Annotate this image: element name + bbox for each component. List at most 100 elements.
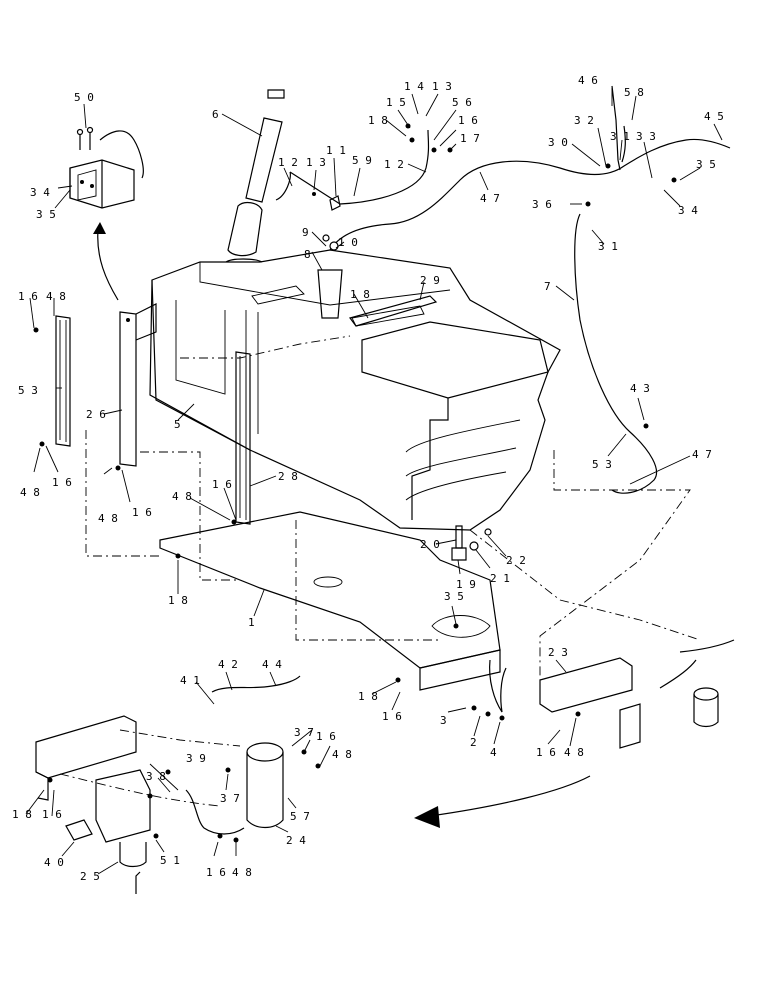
callout-label: 3 6: [532, 198, 552, 211]
callout-label: 5 1: [160, 854, 180, 867]
callout-label: 1 6: [52, 476, 72, 489]
callout-label: 1 8: [350, 288, 370, 301]
callout-label: 1 6: [206, 866, 226, 879]
inset-bracket-detail: [69, 126, 144, 209]
callout-label: 1 6: [536, 746, 556, 759]
callout-label: 1: [248, 616, 255, 629]
callout-label: 1 4: [404, 80, 424, 93]
callout-label: 1 6: [316, 730, 336, 743]
callout-label: 3 5: [36, 208, 56, 221]
callout-label: 8: [304, 248, 311, 261]
mounting-straps: [55, 303, 251, 525]
callout-label: 2 5: [80, 870, 100, 883]
alignment-lines: [59, 335, 701, 807]
fuel-lines: [275, 85, 731, 494]
callout-label: 5 7: [290, 810, 310, 823]
callout-label: 1 9: [456, 578, 476, 591]
callout-label: 2 0: [420, 538, 440, 551]
skid-plate: [159, 511, 507, 713]
sender-unit: [317, 195, 343, 319]
flow-arrow-up: [97, 229, 119, 301]
callout-label: 1 5: [386, 96, 406, 109]
callout-label: 1 3: [306, 156, 326, 169]
callout-label: 5 3: [592, 458, 612, 471]
callout-label: 4 8: [172, 490, 192, 503]
callout-label: 2 8: [278, 470, 298, 483]
callout-label: 5 9: [352, 154, 372, 167]
callout-label: 1 6: [212, 478, 232, 491]
callout-label: 7: [544, 280, 551, 293]
callout-label: 1 6: [382, 710, 402, 723]
callout-label: 2 3: [548, 646, 568, 659]
callout-label: 4 8: [20, 486, 40, 499]
callout-label: 3 7: [294, 726, 314, 739]
callout-label: 4 0: [44, 856, 64, 869]
bracket-29: [348, 295, 438, 327]
callout-label: 4 5: [704, 110, 724, 123]
callout-label: 3 8: [146, 770, 166, 783]
callout-label: 3 9: [186, 752, 206, 765]
callout-label: 5 6: [452, 96, 472, 109]
callout-label: 5 8: [624, 86, 644, 99]
callout-label: 1 6: [42, 808, 62, 821]
left-filter-assembly: [35, 675, 301, 894]
callout-label: 5 3: [18, 384, 38, 397]
callout-label: 3 5: [696, 158, 716, 171]
callout-label: 4 3: [630, 382, 650, 395]
callout-label: 3 3: [636, 130, 656, 143]
callout-label: 4: [490, 746, 497, 759]
callout-label: 1 8: [358, 690, 378, 703]
callout-label: 4 4: [262, 658, 282, 671]
callout-label: 1 8: [168, 594, 188, 607]
drain-parts: [451, 525, 492, 561]
leader-lines: [25, 88, 723, 875]
callout-label: 4 6: [578, 74, 598, 87]
callout-label: 3 2: [574, 114, 594, 127]
callout-label: 5: [174, 418, 181, 431]
callout-label: 4 7: [692, 448, 712, 461]
right-filter-assembly: [539, 639, 735, 749]
callout-label: 1 8: [12, 808, 32, 821]
callout-label: 4 8: [332, 748, 352, 761]
callout-label: 2 1: [490, 572, 510, 585]
callout-label: 3 7: [220, 792, 240, 805]
callout-labels: 5 0 3 4 3 5 6 1 2 1 3 1 1 5 9 1 4 1 3 1 …: [12, 74, 724, 883]
callout-label: 4 2: [218, 658, 238, 671]
callout-label: 4 8: [232, 866, 252, 879]
arrow-head-icon: [414, 806, 440, 828]
callout-label: 1 3: [432, 80, 452, 93]
filler-neck: [227, 89, 285, 257]
callout-label: 1 1: [326, 144, 346, 157]
callout-label: 1 6: [132, 506, 152, 519]
callout-label: 3 4: [30, 186, 50, 199]
callout-label: 4 8: [98, 512, 118, 525]
callout-label: 3 1: [598, 240, 618, 253]
callout-label: 6: [212, 108, 219, 121]
callout-label: 4 7: [480, 192, 500, 205]
callout-label: 1 6: [18, 290, 38, 303]
callout-label: 4 8: [564, 746, 584, 759]
callout-label: 1 2: [384, 158, 404, 171]
callout-label: 3 5: [444, 590, 464, 603]
callout-label: 2 4: [286, 834, 306, 847]
callout-label: 1 2: [278, 156, 298, 169]
callout-label: 1 0: [338, 236, 358, 249]
callout-label: 3 4: [678, 204, 698, 217]
callout-label: 3 1: [610, 130, 630, 143]
callout-label: 2: [470, 736, 477, 749]
callout-label: 1 6: [458, 114, 478, 127]
callout-label: 9: [302, 226, 309, 239]
callout-label: 2 2: [506, 554, 526, 567]
arrow-head-icon: [93, 222, 106, 234]
callout-label: 5 0: [74, 91, 94, 104]
callout-label: 3: [440, 714, 447, 727]
callout-label: 3 0: [548, 136, 568, 149]
callout-label: 2 6: [86, 408, 106, 421]
flow-arrow-left: [429, 775, 591, 817]
callout-label: 4 1: [180, 674, 200, 687]
callout-label: 1 7: [460, 132, 480, 145]
callout-label: 1 8: [368, 114, 388, 127]
callout-label: 4 8: [46, 290, 66, 303]
